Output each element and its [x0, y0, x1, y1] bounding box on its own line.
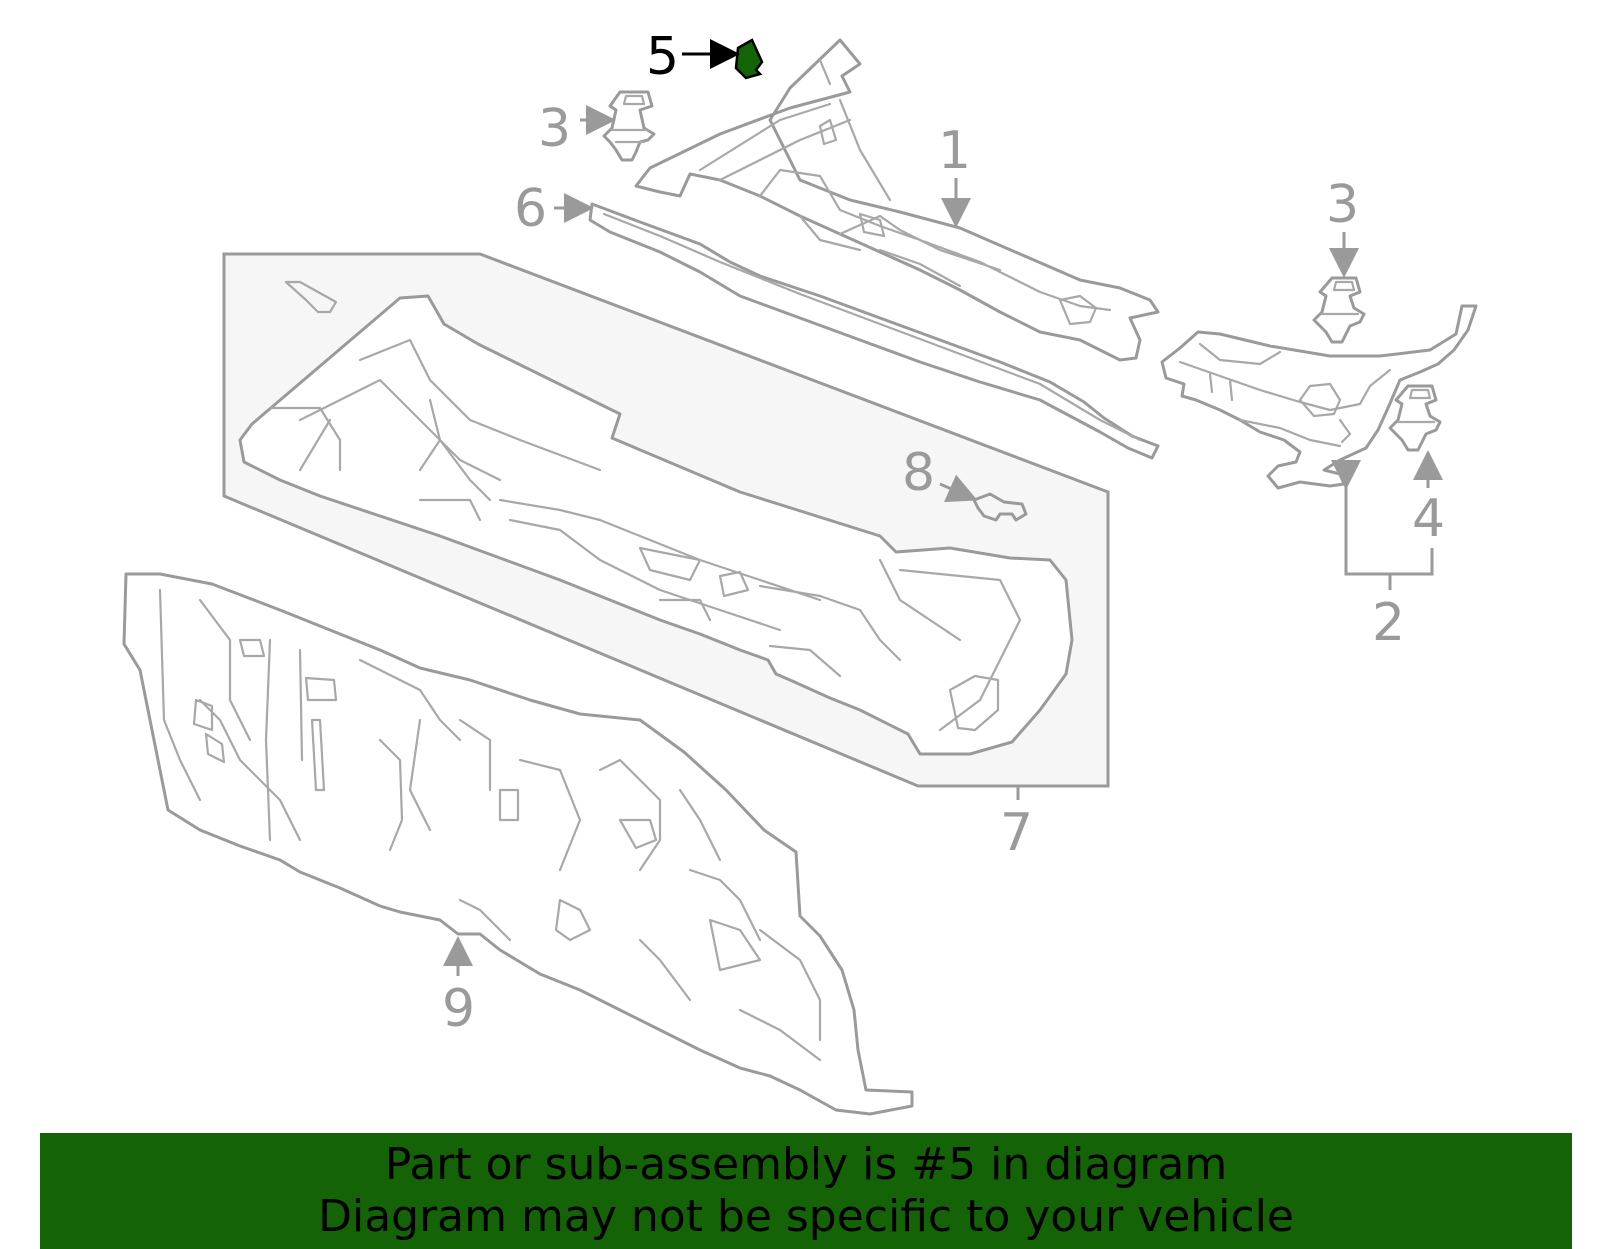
- leader-lines: [443, 39, 1443, 976]
- part-7-dash-upper-panel: [238, 280, 1074, 756]
- part-3-clip-right: [1312, 276, 1366, 344]
- callout-7: 7: [1000, 803, 1033, 863]
- callout-3-right: 3: [1326, 175, 1359, 235]
- callouts: 5 3 6 1 3 4 2 8 7 9: [442, 27, 1445, 1039]
- banner-line-2: Diagram may not be specific to your vehi…: [318, 1191, 1294, 1242]
- leader-8: [939, 474, 978, 503]
- part-3-clip-upper: [602, 90, 656, 162]
- part-1-cowl-top-right: [634, 38, 1160, 362]
- callout-1: 1: [938, 121, 971, 181]
- callout-9: 9: [442, 979, 475, 1039]
- part-8-bracket: [972, 492, 1028, 522]
- part-6-seal: [588, 202, 1160, 460]
- callout-3-upper: 3: [538, 99, 571, 159]
- part-5-highlighted: [734, 38, 764, 80]
- callout-8: 8: [902, 443, 935, 503]
- callout-2: 2: [1372, 593, 1405, 653]
- callout-4: 4: [1412, 489, 1445, 549]
- part-4-clip: [1388, 384, 1442, 452]
- info-banner: Part or sub-assembly is #5 in diagram Di…: [40, 1133, 1572, 1249]
- part-9-dash-panel: [122, 572, 914, 1116]
- callout-5: 5: [646, 27, 679, 87]
- banner-line-1: Part or sub-assembly is #5 in diagram: [384, 1139, 1228, 1190]
- callout-6: 6: [514, 179, 547, 239]
- leader-2: [1346, 484, 1434, 590]
